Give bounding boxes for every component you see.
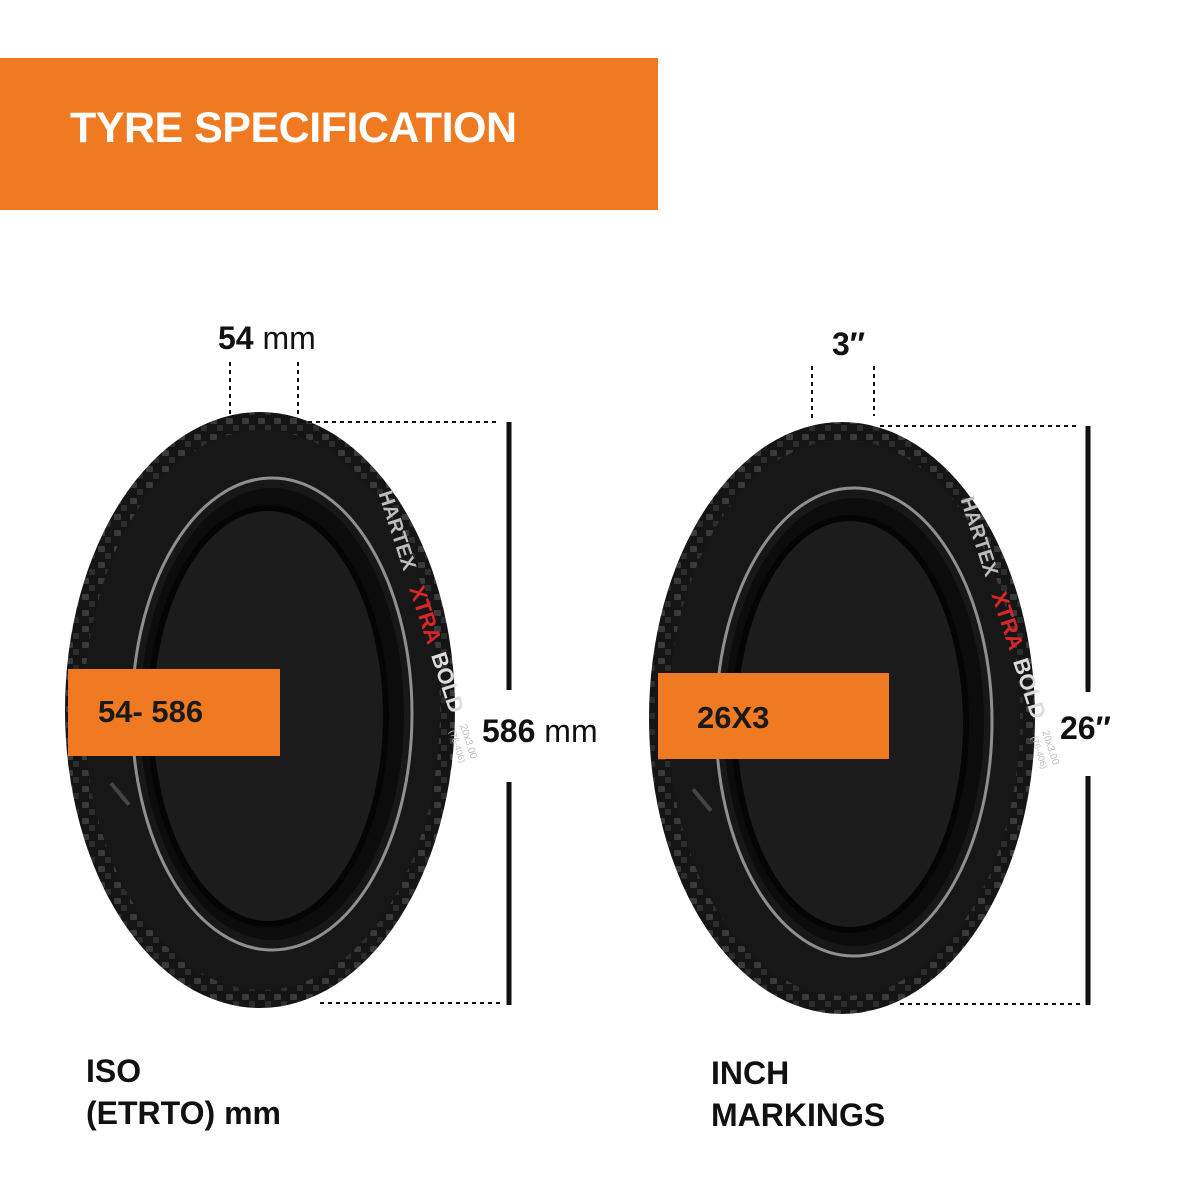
right-dimension-lines xyxy=(811,366,1091,1005)
left-height-unit: mm xyxy=(544,713,598,749)
left-caption-line2: (ETRTO) mm xyxy=(86,1095,281,1131)
left-spec-tag-label: 54- 586 xyxy=(98,694,204,729)
right-caption-line2: MARKINGS xyxy=(711,1097,886,1133)
header-banner xyxy=(0,58,658,210)
right-height-label: 26″ xyxy=(1060,710,1111,747)
left-height-value: 586 xyxy=(482,713,536,749)
right-spec-tag xyxy=(658,673,889,759)
left-width-label: 54 mm xyxy=(218,320,316,357)
right-height-value: 26″ xyxy=(1060,710,1111,746)
page-title: TYRE SPECIFICATION xyxy=(70,104,517,152)
left-dimension-lines xyxy=(229,362,512,1005)
left-spec-tag xyxy=(68,669,280,756)
left-width-value: 54 xyxy=(218,320,254,356)
left-caption: ISO (ETRTO) mm xyxy=(86,1050,281,1134)
right-spec-tag-label: 26X3 xyxy=(697,700,770,735)
left-height-label: 586 mm xyxy=(482,713,598,750)
left-caption-line1: ISO xyxy=(86,1053,142,1089)
right-width-value: 3″ xyxy=(832,326,866,362)
right-width-label: 3″ xyxy=(832,326,865,363)
left-width-unit: mm xyxy=(262,320,316,356)
right-caption: INCH MARKINGS xyxy=(711,1052,885,1136)
right-caption-line1: INCH xyxy=(711,1055,790,1091)
